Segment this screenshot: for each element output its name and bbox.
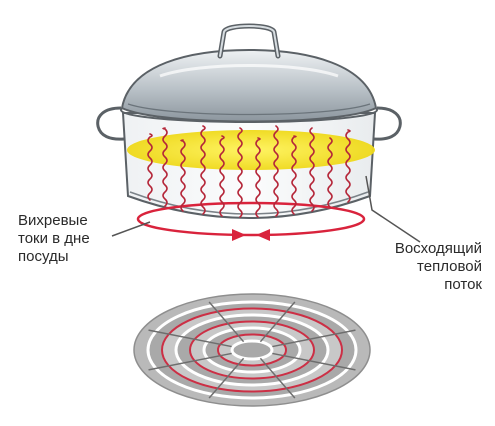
left-handle	[96, 106, 125, 141]
heat-wave	[345, 129, 351, 203]
heat-wave	[162, 127, 168, 207]
heat-label-line-3: поток	[444, 276, 482, 293]
heat-wave	[327, 137, 333, 208]
coil-ring	[230, 339, 274, 361]
heat-leader-line	[365, 175, 421, 243]
eddy-label-line-1: Вихревые	[18, 212, 88, 229]
coil-spokes	[148, 301, 356, 399]
heat-wave	[273, 125, 279, 217]
eddy-label-line-2: токи в дне	[18, 230, 90, 247]
coil-spoke	[148, 352, 232, 371]
eddy-label-line-3: посуды	[18, 248, 69, 265]
coil-spoke	[272, 329, 356, 348]
heat-label-line-1: Восходящий	[394, 240, 482, 257]
heat-wave	[180, 139, 186, 212]
eddy-currents-label: Вихревые токи в дне посуды	[18, 212, 90, 266]
eddy-current-arrow-icon	[232, 229, 270, 241]
eddy-current-ring	[136, 201, 366, 237]
coil-spoke	[259, 357, 296, 399]
heat-wave	[219, 135, 225, 217]
coil-spoke	[208, 357, 245, 399]
heat-wave	[200, 125, 206, 215]
eddy-leader-line	[111, 221, 151, 237]
heat-wave	[147, 133, 153, 201]
right-handle	[373, 106, 402, 141]
heat-wave	[291, 135, 297, 215]
heat-wave	[309, 127, 315, 212]
coil-spoke	[208, 301, 245, 343]
heat-label-line-2: тепловой	[417, 258, 482, 275]
coil-spoke	[272, 352, 356, 371]
cooking-pot	[96, 23, 402, 241]
coil-spoke	[148, 329, 232, 348]
heat-wave	[255, 137, 261, 218]
heat-wave	[237, 127, 243, 218]
induction-coil	[133, 293, 371, 407]
coil-rings	[146, 300, 358, 400]
coil-spoke	[259, 301, 296, 343]
heat-flow-label: Восходящий тепловой поток	[372, 240, 482, 294]
pot-lid	[120, 48, 378, 123]
heat-flow-waves	[147, 125, 351, 218]
